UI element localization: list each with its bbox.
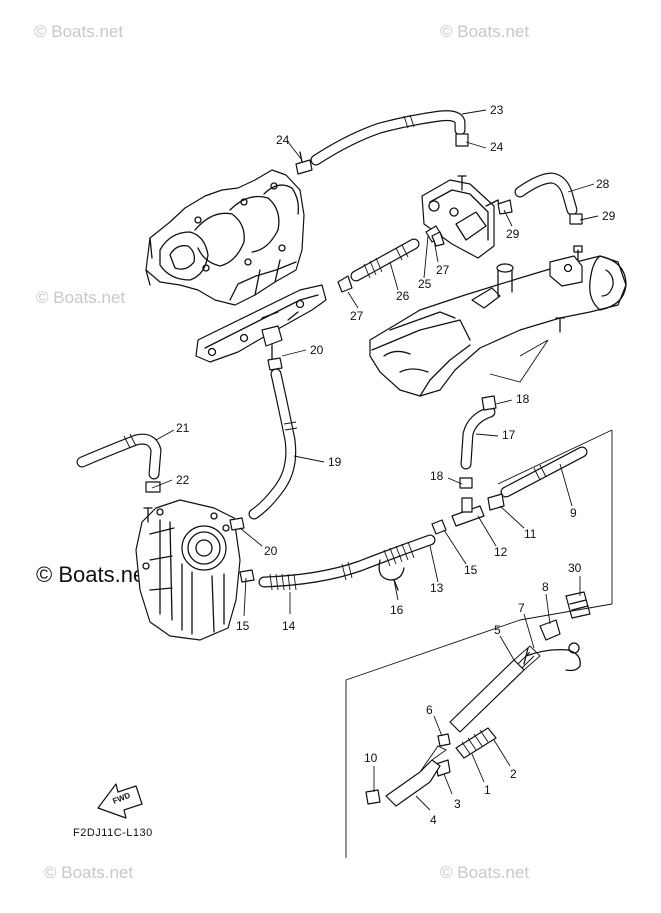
callout-20: 20 xyxy=(264,544,278,558)
callout-10: 10 xyxy=(364,751,378,765)
callout-labels: 23 24 24 28 29 29 27 25 26 27 20 21 22 1… xyxy=(176,103,616,827)
callout-12: 12 xyxy=(494,545,508,559)
manifold-flange xyxy=(195,284,327,363)
callout-18: 18 xyxy=(430,469,444,483)
mounting-bracket xyxy=(421,175,501,259)
engine-head xyxy=(135,499,241,641)
callout-24: 24 xyxy=(276,133,290,147)
hose-21 xyxy=(76,433,162,480)
watermark: © Boats.net xyxy=(44,863,134,882)
callout-5: 5 xyxy=(494,623,501,637)
callout-1: 1 xyxy=(484,783,491,797)
hose-14 xyxy=(258,534,436,591)
callout-3: 3 xyxy=(454,797,461,811)
callout-2: 2 xyxy=(510,767,517,781)
callout-26: 26 xyxy=(396,289,410,303)
watermark: © Boats.net xyxy=(440,863,530,882)
callout-13: 13 xyxy=(430,581,444,595)
clamp-16 xyxy=(378,559,405,591)
watermark-main: © Boats.net xyxy=(36,562,152,587)
diagram-code: F2DJ11C-L130 xyxy=(73,827,153,839)
callout-28: 28 xyxy=(596,177,610,191)
lower-pipe-assembly xyxy=(385,645,541,807)
callout-23: 23 xyxy=(490,103,504,117)
callout-9: 9 xyxy=(570,506,577,520)
callout-18: 18 xyxy=(516,392,530,406)
watermark: © Boats.net xyxy=(440,22,530,41)
hose-19 xyxy=(248,368,298,520)
callout-4: 4 xyxy=(430,813,437,827)
callout-20: 20 xyxy=(310,343,324,357)
callout-8: 8 xyxy=(542,580,549,594)
leader-lines xyxy=(151,109,599,811)
group-outline xyxy=(489,339,549,383)
watermark: © Boats.net xyxy=(36,288,126,307)
callout-22: 22 xyxy=(176,473,190,487)
callout-19: 19 xyxy=(328,455,342,469)
watermark: © Boats.net xyxy=(34,22,124,41)
callout-11: 11 xyxy=(524,527,537,541)
fwd-arrow-icon: FWD xyxy=(97,783,143,819)
callout-17: 17 xyxy=(502,428,516,442)
callout-14: 14 xyxy=(282,619,296,633)
callout-30: 30 xyxy=(568,561,582,575)
callout-29: 29 xyxy=(602,209,616,223)
exhaust-manifold xyxy=(145,169,305,306)
group-outline xyxy=(345,429,613,858)
callout-15: 15 xyxy=(236,619,250,633)
callout-27: 27 xyxy=(436,263,450,277)
callout-27: 27 xyxy=(350,309,364,323)
callout-25: 25 xyxy=(418,277,432,291)
hose-9 xyxy=(500,446,588,498)
hose-26 xyxy=(350,238,420,282)
callout-21: 21 xyxy=(176,421,190,435)
hose-17 xyxy=(460,406,496,470)
callout-16: 16 xyxy=(390,603,404,617)
callout-15: 15 xyxy=(464,563,478,577)
callout-29: 29 xyxy=(506,227,520,241)
exhaust-pipe-assembly xyxy=(369,245,627,397)
callout-7: 7 xyxy=(518,601,525,615)
callout-24: 24 xyxy=(490,140,504,154)
hose-28 xyxy=(514,172,578,216)
fittings xyxy=(145,133,591,805)
callout-6: 6 xyxy=(426,703,433,717)
hose-23 xyxy=(310,110,466,166)
